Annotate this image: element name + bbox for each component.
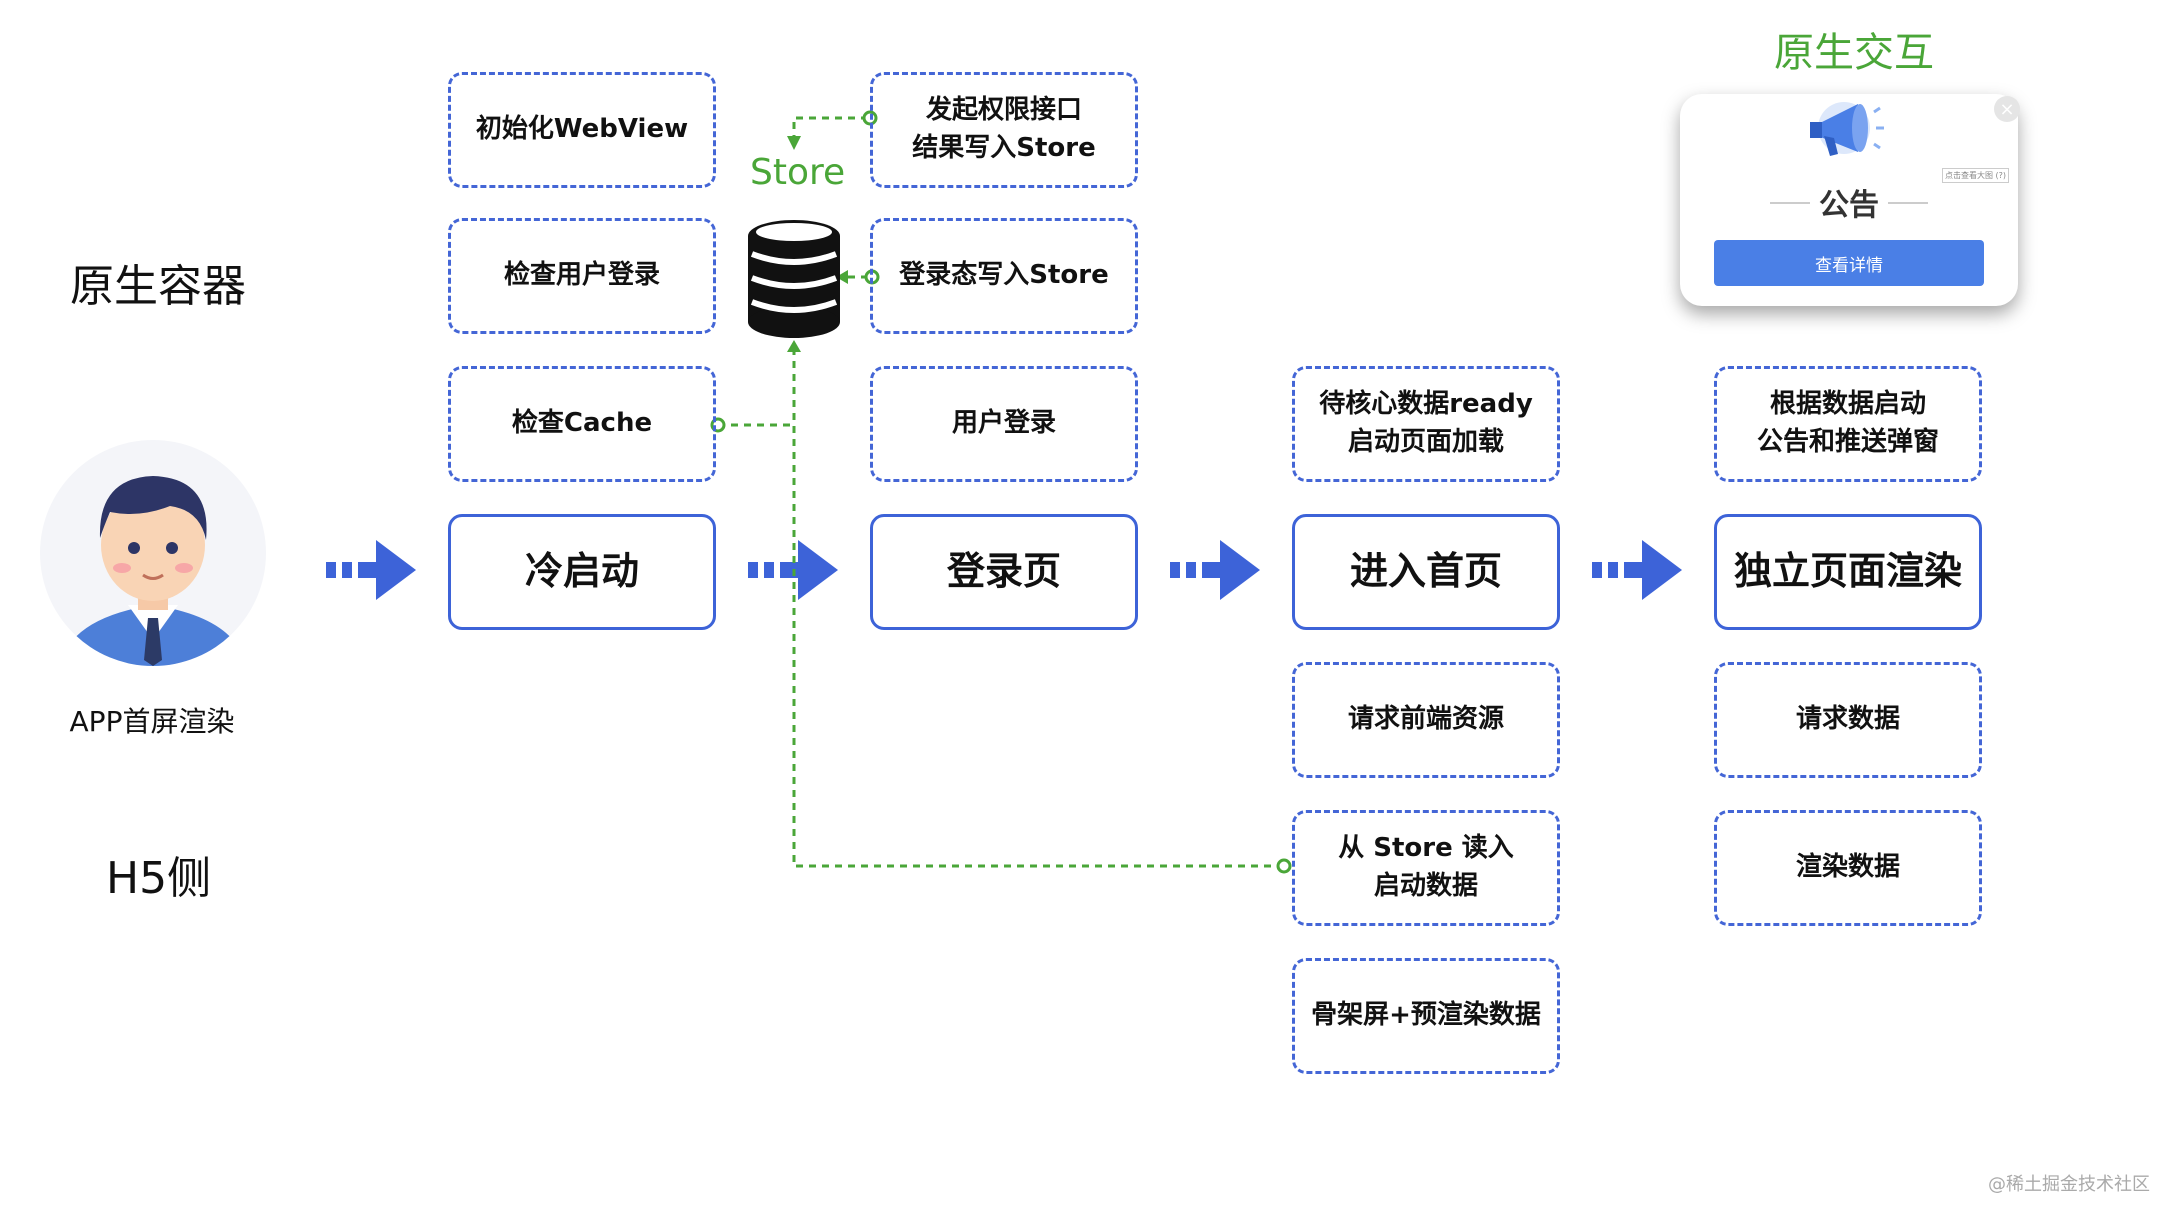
login-page-stage: 登录页 xyxy=(870,514,1138,630)
native-container-label: 原生容器 xyxy=(70,261,246,312)
store-label: Store xyxy=(750,152,846,193)
title-divider-right xyxy=(1888,202,1928,204)
render-data-box: 渲染数据 xyxy=(1714,810,1982,926)
megaphone-icon xyxy=(1810,102,1884,156)
popup-title: 公告 xyxy=(1819,188,1879,223)
start-popup-box: 根据数据启动 公告和推送弹窗 xyxy=(1714,366,1982,482)
database-icon xyxy=(748,220,840,338)
view-details-button[interactable]: 查看详情 xyxy=(1714,240,1984,286)
native-interaction-title: 原生交互 xyxy=(1774,30,1934,76)
process-arrow-1 xyxy=(326,540,416,600)
read-store-connector-dot xyxy=(1276,858,1292,874)
arrowhead-up xyxy=(787,340,801,352)
process-arrow-4 xyxy=(1592,540,1682,600)
read-store-box: 从 Store 读入 启动数据 xyxy=(1292,810,1560,926)
h5-side-label: H5侧 xyxy=(106,853,212,904)
enter-home-stage: 进入首页 xyxy=(1292,514,1560,630)
login-state-store-box: 登录态写入Store xyxy=(870,218,1138,334)
init-webview-box: 初始化WebView xyxy=(448,72,716,188)
request-data-box: 请求数据 xyxy=(1714,662,1982,778)
cold-start-stage: 冷启动 xyxy=(448,514,716,630)
avatar xyxy=(40,440,266,666)
check-cache-box: 检查Cache xyxy=(448,366,716,482)
app-first-screen-label: APP首屏渲染 xyxy=(69,705,235,738)
close-icon[interactable]: × xyxy=(1994,96,2020,122)
popup-tiny-label: 点击查看大图 (?) xyxy=(1942,168,2010,183)
check-user-login-box: 检查用户登录 xyxy=(448,218,716,334)
independent-render-stage: 独立页面渲染 xyxy=(1714,514,1982,630)
title-divider-left xyxy=(1770,202,1810,204)
announcement-popup: 公告 点击查看大图 (?) 查看详情 × xyxy=(1680,94,2020,306)
process-arrow-3 xyxy=(1170,540,1260,600)
permission-to-store-line xyxy=(792,116,868,140)
arrowhead-left xyxy=(836,270,848,284)
skeleton-prerender-box: 骨架屏+预渲染数据 xyxy=(1292,958,1560,1074)
wait-core-data-box: 待核心数据ready 启动页面加载 xyxy=(1292,366,1560,482)
arrowhead-down xyxy=(787,136,801,150)
watermark: @稀土掘金技术社区 xyxy=(1988,1174,2150,1195)
permission-request-box: 发起权限接口 结果写入Store xyxy=(870,72,1138,188)
user-login-box: 用户登录 xyxy=(870,366,1138,482)
read-store-line xyxy=(792,348,1284,868)
request-frontend-box: 请求前端资源 xyxy=(1292,662,1560,778)
